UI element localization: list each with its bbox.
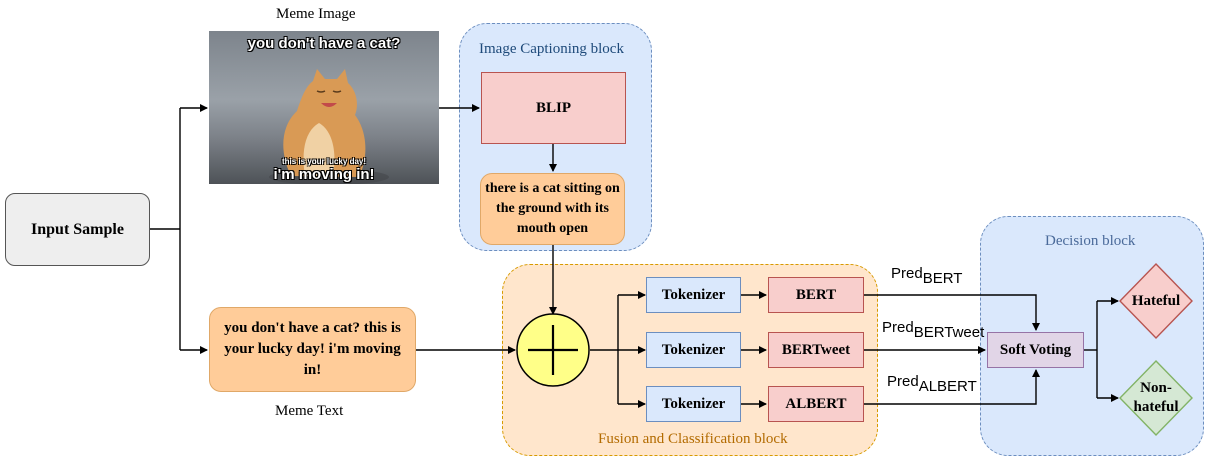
- pred-bert-label: PredBERT: [891, 265, 963, 287]
- blip-node: BLIP: [481, 72, 626, 144]
- non-hateful-label: Non- hateful: [1133, 380, 1179, 415]
- meme-image-small-text: this is your lucky day!: [281, 157, 367, 166]
- pred-albert-label: PredALBERT: [887, 373, 977, 395]
- generated-caption-node: there is a cat sitting on the ground wit…: [480, 173, 625, 245]
- meme-image: you don't have a cat? this is your lucky…: [209, 31, 439, 184]
- meme-text-node: you don't have a cat? this is your lucky…: [209, 307, 416, 392]
- bertweet-node: BERTweet: [768, 332, 864, 368]
- fusion-block-title: Fusion and Classification block: [598, 431, 788, 447]
- tokenizer-node-3: Tokenizer: [646, 386, 741, 422]
- non-hateful-diamond: [1119, 359, 1193, 437]
- decision-block-title: Decision block: [1045, 233, 1136, 249]
- soft-voting-node: Soft Voting: [987, 332, 1084, 368]
- cat-picture: [269, 69, 389, 184]
- bert-node: BERT: [768, 277, 864, 313]
- pred-bertweet-label: PredBERTweet: [882, 319, 985, 341]
- fusion-operator-icon: [516, 313, 590, 387]
- hateful-label: Hateful: [1131, 293, 1181, 309]
- albert-node: ALBERT: [768, 386, 864, 422]
- meme-image-top-text: you don't have a cat?: [247, 35, 401, 52]
- meme-image-bottom-text: i'm moving in!: [273, 166, 375, 183]
- arrow-bert-to-voting: [864, 294, 1040, 331]
- meme-text-caption: Meme Text: [275, 403, 344, 419]
- arrow-albert-to-voting: [864, 369, 1040, 405]
- tokenizer-node-1: Tokenizer: [646, 277, 741, 313]
- meme-image-caption: Meme Image: [276, 6, 356, 22]
- input-sample-node: Input Sample: [5, 193, 150, 266]
- tokenizer-node-2: Tokenizer: [646, 332, 741, 368]
- image-captioning-block-title: Image Captioning block: [479, 41, 624, 57]
- hateful-diamond: [1119, 262, 1193, 340]
